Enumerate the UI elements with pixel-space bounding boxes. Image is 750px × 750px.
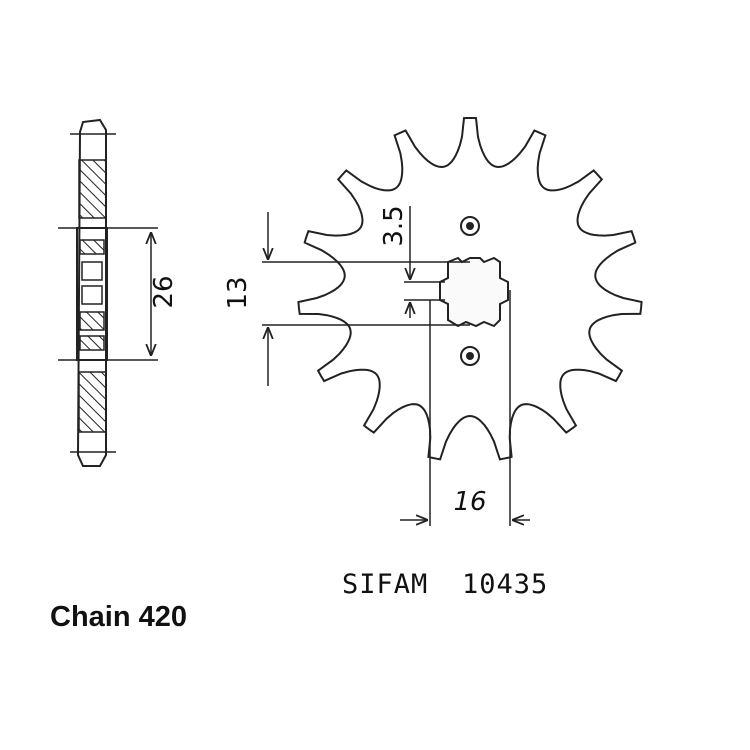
dim-16-label: 16: [453, 487, 486, 517]
bolt-hole-top-icon: [460, 216, 480, 236]
sprocket-teeth-outline: [297, 117, 643, 461]
side-hub-hatch-3: [79, 335, 105, 351]
splined-bore: [439, 256, 509, 328]
side-hatch-top: [78, 159, 107, 219]
side-hub-hatch-2: [79, 311, 105, 331]
side-profile-outline: [76, 118, 107, 467]
side-hub-slot-2: [81, 285, 103, 305]
chain-label: Chain 420: [50, 601, 187, 633]
part-number: 10435: [462, 569, 548, 600]
part-brand: SIFAM: [342, 569, 428, 600]
dim-3-5-label: 3.5: [379, 205, 409, 246]
side-hub-slot-1: [81, 261, 103, 281]
side-hatch-bottom: [78, 371, 107, 433]
dim-26-label: 26: [149, 275, 179, 308]
side-hub-hatch-1: [79, 239, 105, 255]
dim-13-label: 13: [223, 276, 253, 309]
bolt-hole-bottom-icon: [460, 346, 480, 366]
side-profile-view: 26: [58, 118, 179, 467]
front-sprocket-view: 13 3.5 16: [223, 117, 643, 526]
